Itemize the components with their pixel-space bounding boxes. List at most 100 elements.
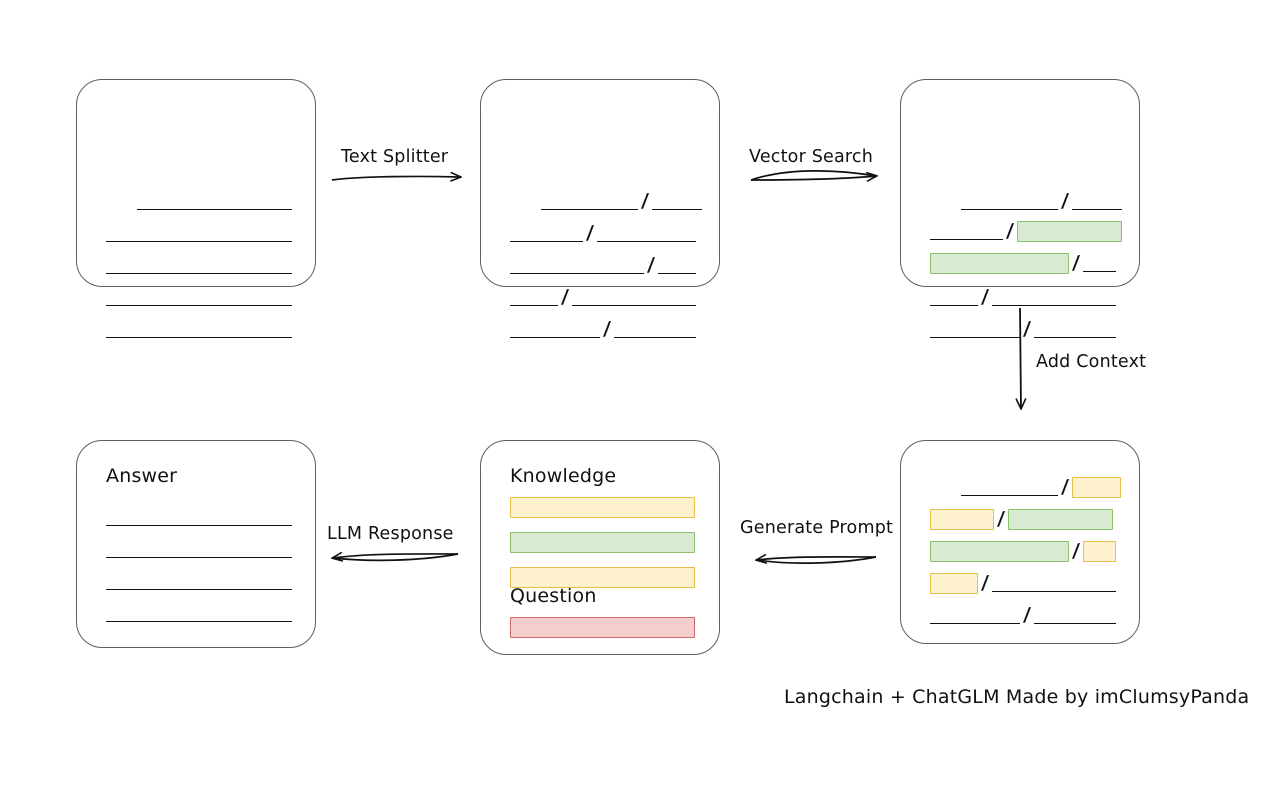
text-line-segment: [106, 602, 292, 624]
question-heading: Question: [510, 585, 597, 607]
text-line-segment: [106, 538, 292, 560]
matched-chunk-highlight: [1008, 508, 1113, 530]
chunk-segment: [930, 220, 1003, 242]
chunk-line: /: [930, 252, 1116, 274]
context-chunks-box[interactable]: / / / / /: [900, 440, 1140, 644]
chunk-separator: /: [560, 286, 570, 308]
chunk-separator: /: [646, 254, 656, 276]
split-chunks-lines: / / / / /: [481, 80, 719, 340]
chunk-separator: /: [1071, 252, 1081, 274]
chunk-line: /: [961, 190, 1122, 212]
chunk-segment: [614, 318, 696, 340]
chunk-line: /: [510, 222, 696, 244]
chunk-separator: /: [602, 318, 612, 340]
chunk-line: /: [510, 286, 696, 308]
document-line: [106, 254, 292, 276]
text-line-segment: [106, 222, 292, 244]
chunk-line: /: [510, 254, 696, 276]
answer-line: [106, 570, 292, 592]
document-line: [106, 318, 292, 340]
chunk-line: /: [961, 476, 1121, 498]
answer-line: [106, 602, 292, 624]
answer-line: [106, 538, 292, 560]
arrow-llm-response: [333, 554, 459, 560]
answer-content: Answer: [77, 441, 315, 647]
matched-chunks-box[interactable]: / / / / /: [900, 79, 1140, 340]
chunk-line: /: [930, 220, 1122, 242]
chunk-segment: [961, 190, 1058, 212]
arrow-generate-prompt: [757, 557, 877, 563]
prompt-box[interactable]: Knowledge Question: [480, 440, 720, 655]
chunk-segment: [1034, 318, 1116, 340]
knowledge-bar: [510, 567, 695, 588]
chunk-segment: [510, 254, 644, 276]
chunk-segment: [510, 222, 583, 244]
document-line: [106, 286, 292, 308]
chunk-segment: [510, 318, 600, 340]
answer-line: [106, 506, 292, 528]
chunk-segment: [961, 476, 1058, 498]
edge-label-llm-response: LLM Response: [327, 524, 454, 544]
chunk-segment: [1034, 604, 1116, 626]
chunk-line: /: [930, 572, 1116, 594]
text-line-segment: [106, 506, 292, 528]
chunk-line: /: [510, 318, 696, 340]
chunk-separator: /: [1060, 190, 1070, 212]
chunk-segment: [541, 190, 638, 212]
text-line-segment: [106, 254, 292, 276]
text-line-segment: [106, 286, 292, 308]
arrow-text-splitter: [331, 176, 460, 180]
answer-box[interactable]: Answer: [76, 440, 316, 648]
chunk-line: /: [930, 318, 1116, 340]
chunk-line: /: [930, 604, 1116, 626]
chunk-line: /: [930, 286, 1116, 308]
chunk-separator: /: [585, 222, 595, 244]
chunk-separator: /: [980, 286, 990, 308]
question-bar: [510, 617, 695, 638]
chunk-segment: [992, 572, 1116, 594]
knowledge-heading: Knowledge: [510, 465, 617, 487]
arrow-vector-search: [750, 170, 876, 180]
document-line: [137, 190, 292, 212]
matched-chunk-highlight: [1017, 220, 1122, 242]
chunk-segment: [652, 190, 702, 212]
prompt-content: Knowledge Question: [481, 441, 719, 654]
context-chunk-highlight: [930, 572, 978, 594]
source-document-box[interactable]: [76, 79, 316, 338]
knowledge-bar: [510, 532, 695, 553]
chunk-segment: [1072, 190, 1122, 212]
text-line-segment: [137, 190, 292, 212]
matched-chunks-lines: / / / / /: [901, 80, 1139, 340]
chunk-separator: /: [640, 190, 650, 212]
context-chunks-lines: / / / / /: [901, 441, 1139, 643]
chunk-segment: [930, 286, 978, 308]
chunk-separator: /: [996, 508, 1006, 530]
split-chunks-box[interactable]: / / / / /: [480, 79, 720, 340]
context-chunk-highlight: [1072, 476, 1121, 498]
chunk-segment: [510, 286, 558, 308]
chunk-segment: [1083, 252, 1116, 274]
context-chunk-highlight: [930, 508, 994, 530]
document-line: [106, 222, 292, 244]
chunk-separator: /: [1022, 318, 1032, 340]
chunk-separator: /: [1071, 540, 1081, 562]
edge-label-text-splitter: Text Splitter: [341, 147, 449, 167]
text-line-segment: [106, 570, 292, 592]
chunk-line: /: [930, 508, 1113, 530]
edge-label-add-context: Add Context: [1036, 352, 1147, 372]
knowledge-bar: [510, 497, 695, 518]
chunk-segment: [658, 254, 696, 276]
edge-label-vector-search: Vector Search: [749, 147, 874, 167]
matched-chunk-highlight: [930, 540, 1069, 562]
chunk-separator: /: [1022, 604, 1032, 626]
chunk-segment: [572, 286, 696, 308]
chunk-line: /: [541, 190, 702, 212]
chunk-separator: /: [980, 572, 990, 594]
answer-heading: Answer: [106, 465, 178, 487]
chunk-segment: [992, 286, 1116, 308]
matched-chunk-highlight: [930, 252, 1069, 274]
chunk-line: /: [930, 540, 1116, 562]
footer-credit: Langchain + ChatGLM Made by imClumsyPand…: [784, 686, 1250, 708]
chunk-segment: [597, 222, 696, 244]
